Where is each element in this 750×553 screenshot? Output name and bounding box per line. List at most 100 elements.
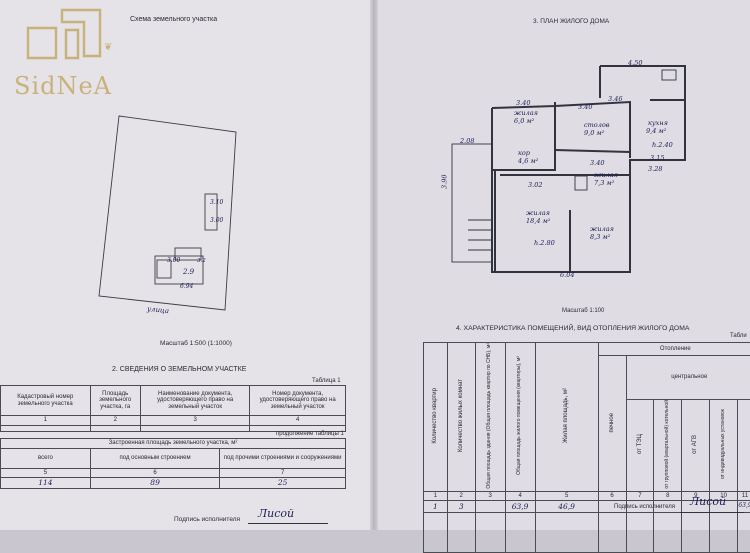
- logo-mark: [26, 8, 102, 60]
- table-header: Количество квартир: [432, 388, 439, 444]
- page-fold: [370, 0, 378, 530]
- signature-label: Подпись исполнителя: [614, 504, 675, 510]
- table-col-num: 3: [139, 415, 251, 426]
- table-header: Жилая площадь, м²: [563, 388, 570, 444]
- table-cell: 63,9: [737, 500, 750, 514]
- table-header: от АГВ: [692, 434, 699, 454]
- table-col-num: 5: [534, 491, 599, 502]
- table-col-num: 5: [0, 468, 91, 478]
- table-header: всего: [0, 448, 91, 469]
- room-name: жилая: [526, 209, 550, 217]
- plan-dim: 3.40: [578, 103, 593, 111]
- table-cell: 89: [89, 477, 221, 489]
- room-name: жилая: [514, 109, 538, 117]
- plot-plan-title: Схема земельного участка: [130, 16, 218, 23]
- table-col-num: 2: [89, 415, 141, 426]
- house-plan-title: 3. ПЛАН ЖИЛОГО ДОМА: [533, 18, 610, 25]
- table-col-num: 4: [249, 415, 346, 426]
- section-4-title: 4. ХАРАКТЕРИСТИКА ПОМЕЩЕНИЙ, ВИД ОТОПЛЕН…: [456, 325, 690, 332]
- table-cell: [474, 500, 506, 514]
- table-col-num: 6: [89, 468, 221, 478]
- table-header: Количество жилых комнат: [457, 379, 464, 453]
- room-area: 9,4 м²: [646, 127, 667, 135]
- table-cell: 63,9: [504, 500, 536, 514]
- table-caption: Табли: [730, 333, 747, 339]
- table-1-caption: Таблица 1: [312, 378, 341, 384]
- room-area: 7,3 м²: [594, 179, 615, 187]
- table-col-num: 7: [219, 468, 346, 478]
- table-header: печное: [608, 412, 615, 433]
- plan-dim: h.2.40: [652, 141, 673, 149]
- table-1-continued: продолжение таблицы 1: [276, 431, 344, 437]
- plot-dim: 2.9: [183, 268, 195, 276]
- plan-dim: 3.15: [650, 154, 665, 162]
- logo-wordmark: SidNeA: [14, 72, 113, 100]
- table-header: от ТЭЦ: [636, 434, 643, 455]
- room-name: кор: [518, 149, 530, 157]
- table-1: Кадастровый номер земельного участка Пло…: [0, 385, 346, 432]
- plot-dim: 3.00: [210, 217, 224, 224]
- leaf-icon: ❦: [104, 42, 113, 53]
- plot-dim: 3.00: [167, 257, 181, 264]
- plot-dim: 3.10: [210, 199, 224, 206]
- plot-plan-drawing: [98, 115, 237, 311]
- table-header: от индивидуальных установок: [719, 409, 726, 480]
- signature-line: [248, 523, 328, 524]
- room-area: 18,4 м²: [526, 217, 551, 225]
- room-name: жилая: [594, 171, 618, 179]
- table-header: Общая площадь здания (Общая площадь квар…: [486, 343, 493, 489]
- room-name: столов: [584, 121, 610, 129]
- table-header: под прочими строениями и сооружениями: [219, 448, 346, 469]
- signature-label: Подпись исполнителя: [174, 516, 241, 523]
- table-col-num: 1: [423, 491, 448, 502]
- table-header: Общая площадь жилого помещения (квартиры…: [516, 356, 523, 476]
- table-col-num: 7: [625, 491, 655, 502]
- plot-dim: 3.2: [197, 258, 206, 264]
- plan-dim: 3.46: [608, 95, 623, 103]
- table-header: Наименование документа, удостоверяющего …: [139, 385, 251, 416]
- signature-line: [680, 512, 744, 513]
- plan-dim: 6.04: [560, 271, 575, 279]
- table-col-num: 2: [446, 491, 476, 502]
- plan-dim: 3.02: [528, 181, 543, 189]
- room-area: 8,3 м²: [590, 233, 611, 241]
- table-col-num: 4: [504, 491, 536, 502]
- plan-dim: 2.08: [460, 137, 475, 145]
- plan-dim: 3.40: [516, 99, 531, 107]
- room-area: 4,6 м²: [518, 157, 539, 165]
- plan-dim: 3.40: [590, 159, 605, 167]
- signature: Лисой: [690, 495, 727, 508]
- house-plan-scale: Масштаб 1:100: [562, 308, 605, 314]
- plan-dim: 3.28: [648, 165, 663, 173]
- plot-scale: Масштаб 1:500 (1:1000): [160, 340, 232, 347]
- table-col-num: 6: [597, 491, 627, 502]
- built-area-title: Застроенная площадь земельного участка, …: [0, 438, 346, 449]
- table-cell: 114: [0, 477, 91, 489]
- table-header: Кадастровый номер земельного участка: [0, 385, 91, 416]
- signature: Лисой: [258, 507, 295, 520]
- table-col-num: 11: [737, 491, 750, 502]
- room-name: жилая: [590, 225, 614, 233]
- room-name: кухня: [648, 119, 668, 127]
- table-header: Номер документа, удостоверяющего право н…: [249, 385, 346, 416]
- plan-dim: 3.90: [440, 174, 449, 189]
- table-header: от групповой (квартальной) котельной: [664, 400, 671, 489]
- room-area: 9,0 м²: [584, 129, 605, 137]
- table-cell: 1: [423, 500, 448, 514]
- table-cell: 3: [446, 500, 476, 514]
- plan-dim: 4.50: [628, 59, 643, 67]
- table-col-num: 1: [0, 415, 91, 426]
- heating-sub: центральное: [625, 354, 750, 401]
- plan-dim: h.2.80: [534, 239, 555, 247]
- table-cell: 46,9: [534, 500, 599, 514]
- table-col-num: 3: [474, 491, 506, 502]
- house-plan-drawing: [451, 65, 686, 273]
- table-header: под основным строением: [89, 448, 221, 469]
- table-cell: 25: [219, 477, 346, 489]
- table-header: Площадь земельного участка, га: [89, 385, 141, 416]
- heating-title: Отопление: [597, 342, 750, 356]
- plot-dim: 6.94: [180, 283, 194, 290]
- room-area: 6,0 м²: [514, 117, 535, 125]
- rooms-heating-table: Количество квартир Количество жилых комн…: [423, 341, 750, 553]
- section-2-title: 2. СВЕДЕНИЯ О ЗЕМЕЛЬНОМ УЧАСТКЕ: [112, 366, 247, 373]
